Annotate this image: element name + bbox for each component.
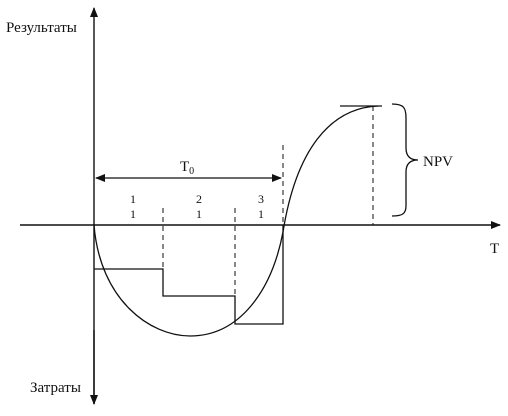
- cumulative-cash-flow-curve: [93, 105, 379, 337]
- npv-brace: [391, 103, 419, 217]
- x-axis-label: T: [490, 241, 499, 257]
- period-label-2: 2: [196, 192, 202, 206]
- investment-steps: [94, 225, 284, 325]
- npv-label: NPV: [423, 154, 453, 170]
- period-label-3: 3: [258, 192, 264, 206]
- period-tick-3: 1: [258, 207, 264, 221]
- payback-label-base: T: [180, 159, 189, 175]
- y-axis-top-label: Результаты: [6, 20, 77, 36]
- period-label-1: 1: [130, 192, 136, 206]
- y-axis-bottom-label: Затраты: [30, 380, 81, 396]
- period-tick-2: 1: [196, 207, 202, 221]
- period-tick-1: 1: [130, 207, 136, 221]
- payback-label: T0: [180, 159, 194, 177]
- payback-label-sub: 0: [189, 166, 194, 177]
